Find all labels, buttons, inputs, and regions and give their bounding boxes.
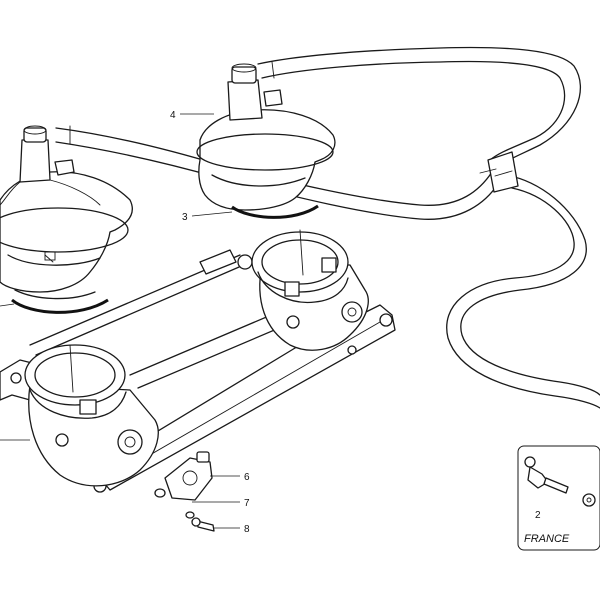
position-sensor [154,451,215,532]
right-intake-funnel [196,63,336,219]
callout-7: 7 [244,498,250,509]
callout-8: 8 [244,524,250,535]
callout-6: 6 [244,472,250,483]
left-throttle-body [24,344,159,487]
left-intake-funnel [0,125,133,314]
leader-lines [0,113,541,529]
inset-callout-2: 2 [535,510,541,521]
inset-caption: FRANCE [524,533,570,545]
callout-3: 3 [182,212,188,223]
france-inset: 2 FRANCE [517,445,600,551]
callout-4: 4 [170,110,176,121]
right-throttle-body [251,229,369,351]
